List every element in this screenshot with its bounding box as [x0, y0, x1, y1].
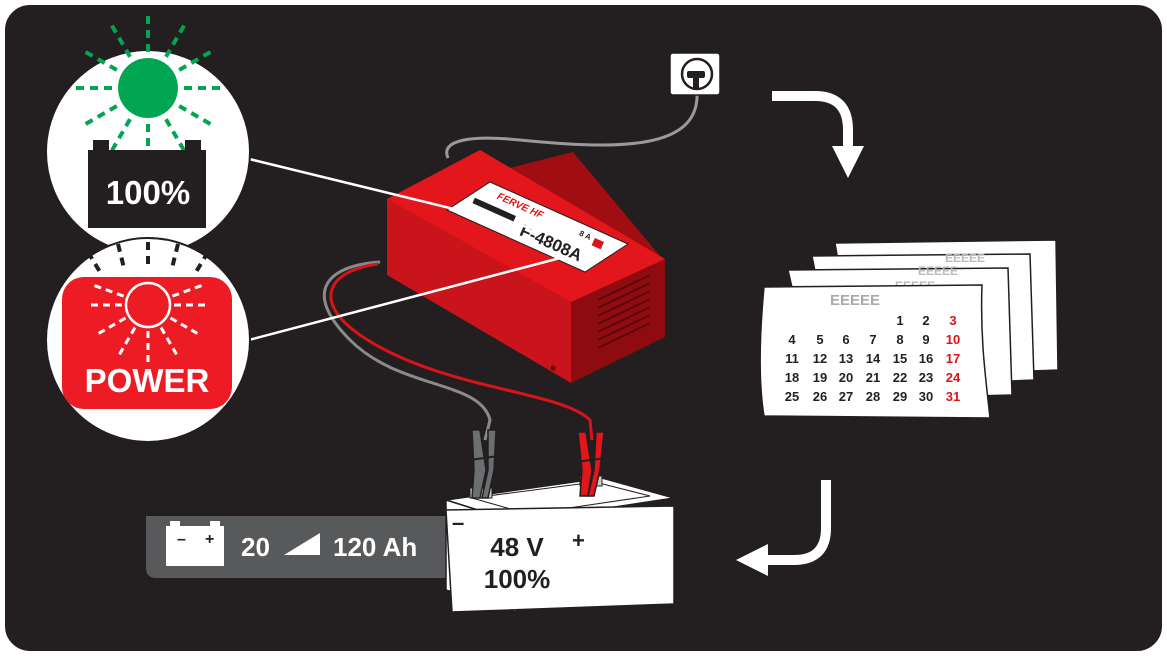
green-led-icon	[118, 58, 178, 118]
led-ray	[79, 47, 118, 72]
calendar-day: 29	[893, 389, 907, 404]
charger-side-face	[571, 259, 665, 383]
calendar-day: 18	[785, 370, 799, 385]
capacity-battery-minus: –	[177, 531, 186, 548]
power-outlet-icon	[669, 52, 721, 96]
calendar-day: 4	[788, 332, 796, 347]
calendar-day: 13	[839, 351, 853, 366]
capacity-min: 20	[241, 532, 270, 562]
charger-screw	[550, 365, 556, 371]
calendar-day: 14	[866, 351, 881, 366]
calendar-day: 25	[785, 389, 799, 404]
charger-label-symbols	[472, 197, 516, 222]
capacity-battery-icon: – +	[166, 521, 224, 566]
led-ray	[107, 118, 132, 157]
power-led-icon	[124, 281, 172, 329]
led-ray	[171, 283, 205, 298]
battery-plus: +	[572, 528, 585, 553]
led-ray	[164, 118, 189, 157]
negative-cable	[322, 260, 492, 441]
battery-minus: –	[452, 510, 464, 535]
arrow-to-battery-icon	[735, 480, 831, 577]
battery-front-face	[445, 505, 675, 613]
charger-front-face	[387, 199, 571, 383]
cables	[322, 91, 699, 441]
calendar-day: 20	[839, 370, 853, 385]
calendar-day: 10	[946, 332, 960, 347]
led-ray	[169, 316, 201, 337]
calendar-day: 11	[785, 351, 799, 366]
calendar-page-front	[759, 284, 991, 419]
calendar-day: 23	[919, 370, 933, 385]
calendar-day: 22	[893, 370, 907, 385]
calendar-day: 19	[813, 370, 827, 385]
battery: – + 48 V 100%	[445, 475, 675, 614]
calendar-day: 16	[919, 351, 933, 366]
led-ray	[107, 19, 132, 58]
led-ray	[159, 326, 180, 358]
calendar-day: 24	[946, 370, 961, 385]
calendar-day: 1	[896, 313, 903, 328]
callout-line-power	[244, 256, 561, 343]
led-ray	[178, 104, 217, 129]
arrow-to-calendar-icon	[772, 91, 865, 179]
indicator-power-label: POWER	[85, 362, 210, 399]
calendar-day: 17	[946, 351, 960, 366]
positive-clamp	[575, 431, 607, 497]
calendar-back-page-label: EEEEE	[918, 264, 958, 278]
calendar-month-label: EEEEE	[830, 292, 880, 309]
calendar-day: 21	[866, 370, 880, 385]
calendar: EEEEE EEEEE EEEEE EEEEE 1234567891011121…	[759, 239, 1059, 419]
capacity-battery-plus: +	[205, 531, 214, 548]
calendar-day: 3	[949, 313, 956, 328]
led-ray	[79, 104, 118, 129]
led-ray	[164, 19, 189, 58]
green-led-rays	[70, 10, 226, 166]
calendar-day: 31	[946, 389, 960, 404]
calendar-back-page-label: EEEEE	[945, 251, 985, 265]
calendar-day: 2	[922, 313, 929, 328]
led-ray	[178, 47, 217, 72]
battery-icon	[88, 140, 206, 228]
callout-lines	[244, 156, 561, 343]
positive-cable	[329, 262, 594, 441]
flow-arrows	[735, 91, 865, 577]
negative-clamp	[469, 429, 499, 499]
capacity-panel: – + 20 120 Ah	[146, 516, 468, 578]
capacity-range-wedge-icon	[284, 533, 320, 555]
power-led-rays	[88, 283, 208, 365]
indicator-power: POWER	[45, 237, 251, 443]
battery-charge: 100%	[484, 564, 551, 594]
calendar-day: 15	[893, 351, 907, 366]
charger-label	[445, 181, 630, 273]
led-ray	[116, 326, 137, 358]
calendar-day: 9	[922, 332, 929, 347]
calendar-day: 5	[816, 332, 823, 347]
charger-vents	[597, 274, 651, 349]
calendar-day: 30	[919, 389, 933, 404]
calendar-day: 6	[842, 332, 849, 347]
battery-voltage: 48 V	[490, 532, 544, 562]
capacity-max: 120 Ah	[333, 532, 417, 562]
callout-line-charged	[244, 156, 549, 234]
calendar-day: 7	[869, 332, 876, 347]
mains-cable	[445, 91, 699, 159]
led-ray	[91, 283, 125, 298]
calendar-day: 28	[866, 389, 880, 404]
power-led-upper-rays	[86, 242, 210, 274]
indicator-charged: 100%	[45, 10, 251, 255]
charger-label-logo	[591, 237, 604, 250]
calendar-day: 8	[896, 332, 903, 347]
led-ray	[95, 316, 127, 337]
calendar-day: 26	[813, 389, 827, 404]
calendar-day: 27	[839, 389, 853, 404]
calendar-day: 12	[813, 351, 827, 366]
indicator-charged-label: 100%	[106, 174, 190, 211]
